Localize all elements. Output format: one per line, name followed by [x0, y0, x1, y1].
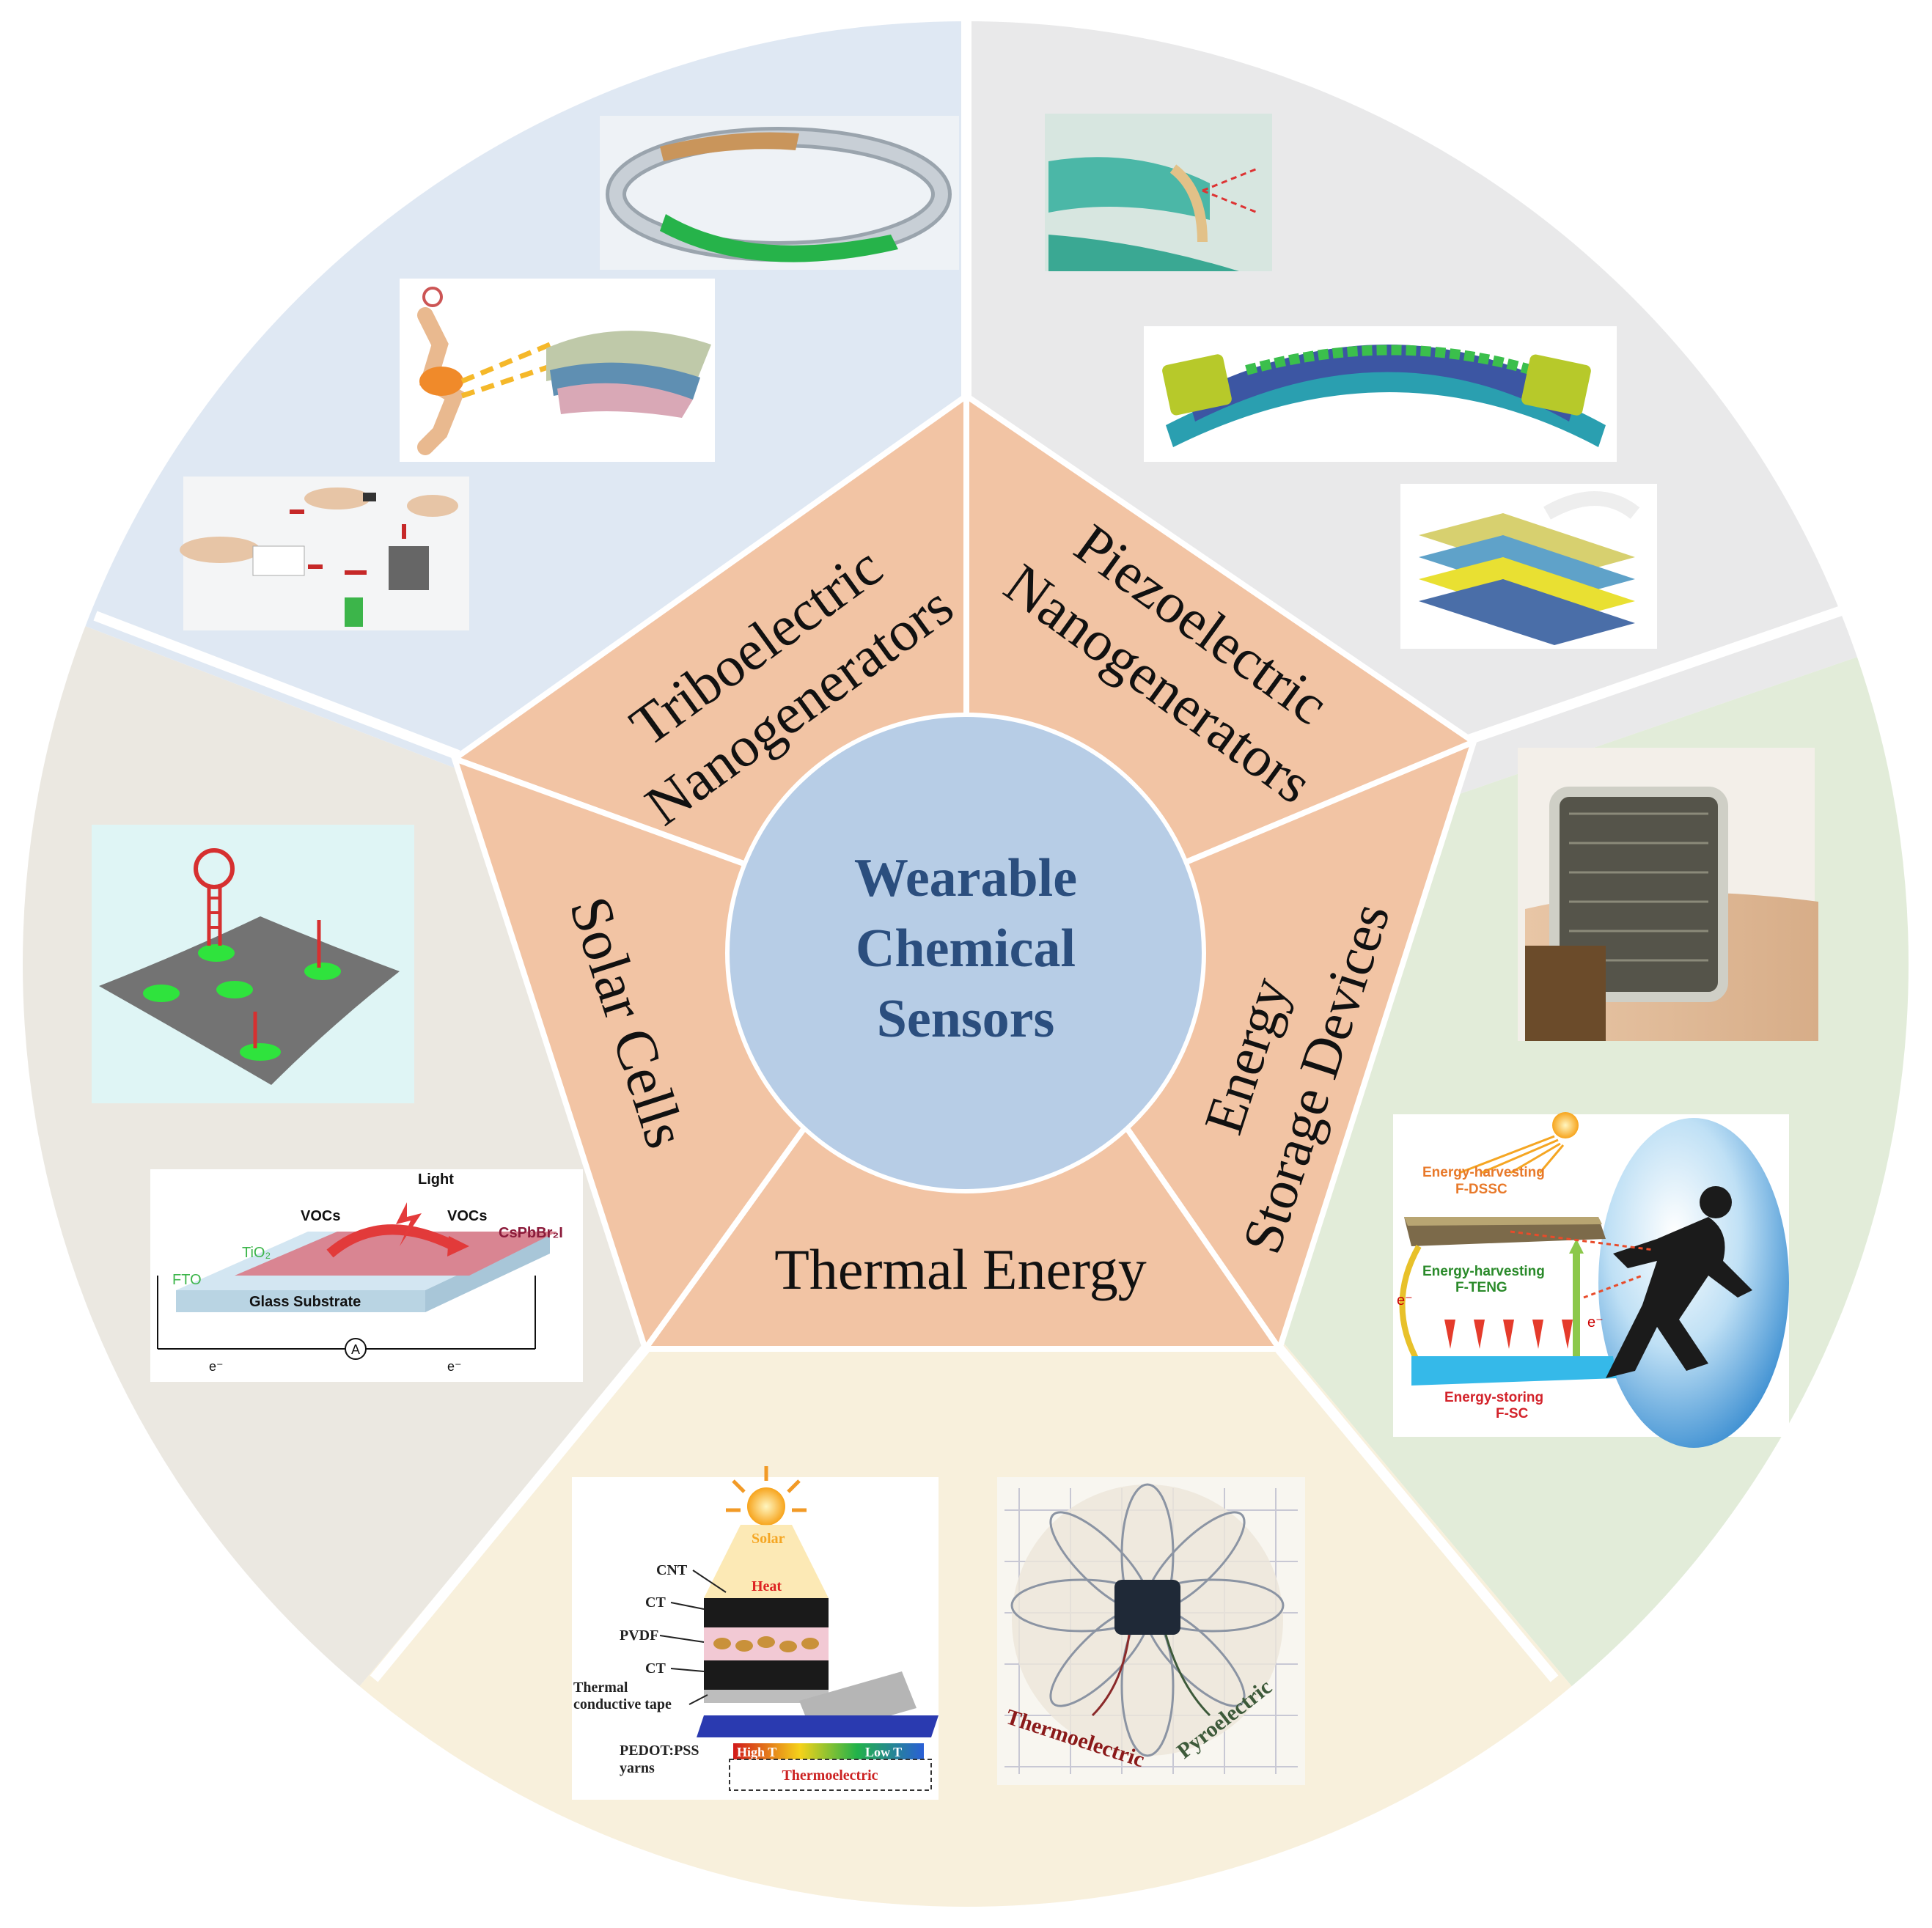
- storage-label-2b: F-TENG: [1455, 1280, 1507, 1295]
- solar-ammeter-label: A: [351, 1342, 360, 1357]
- thermal-layer-pedot-1: PEDOT:PSS: [620, 1743, 699, 1759]
- piezo-arch-image: [1144, 326, 1617, 462]
- storage-label-3b: F-SC: [1496, 1406, 1529, 1421]
- solar-tio2-label: TiO₂: [242, 1245, 271, 1261]
- center-title-line-2: Chemical: [856, 919, 1076, 979]
- solar-surface-image: [92, 825, 414, 1103]
- solar-electron-right: e⁻: [447, 1359, 462, 1374]
- storage-label-1: Energy-harvesting: [1422, 1165, 1545, 1180]
- thermal-layer-pedot-2: yarns: [620, 1760, 655, 1776]
- tribo-band-image: [600, 116, 959, 270]
- solar-device-image: Light VOCs VOCs CsPbBr₂I TiO₂ FTO Glass …: [150, 1169, 583, 1382]
- center-title-line-3: Sensors: [877, 989, 1055, 1049]
- storage-runner-image: Energy-harvesting F-DSSC Energy-harvesti…: [1393, 1112, 1789, 1448]
- label-thermal-energy: Thermal Energy: [774, 1237, 1147, 1301]
- thermal-solar-label: Solar: [752, 1531, 785, 1547]
- center-title-line-1: Wearable: [854, 848, 1077, 908]
- thermal-layer-cnt: CNT: [656, 1562, 688, 1578]
- thermal-layer-ct-1: CT: [645, 1594, 666, 1611]
- thermal-layer-pvdf: PVDF: [620, 1627, 658, 1644]
- thermal-layer-ct-2: CT: [645, 1660, 666, 1677]
- thermal-stack-image: Solar Heat High T Low T Thermoelectric C…: [572, 1466, 939, 1800]
- solar-vocs-right: VOCs: [447, 1208, 487, 1224]
- thermal-layer-tape-2: conductive tape: [573, 1696, 672, 1712]
- piezo-finger-image: [1045, 114, 1272, 271]
- solar-light-label: Light: [418, 1171, 454, 1188]
- solar-vocs-left: VOCs: [301, 1208, 340, 1224]
- thermal-heat-label: Heat: [752, 1578, 782, 1594]
- solar-electron-left: e⁻: [209, 1359, 224, 1374]
- outer-circle-border: [17, 15, 1914, 1913]
- center-hub: Wearable Chemical Sensors: [725, 713, 1206, 1193]
- thermal-layer-tape-1: Thermal: [573, 1679, 628, 1696]
- piezo-stack-image: [1400, 484, 1657, 649]
- thermal-high-label: High T: [737, 1745, 776, 1759]
- solar-fto-label: FTO: [172, 1272, 202, 1288]
- thermal-flower-image: Thermoelectric Pyroelectric: [997, 1477, 1305, 1785]
- storage-wristband-image: [1518, 748, 1818, 1041]
- storage-electron-1: e⁻: [1397, 1292, 1413, 1309]
- tribo-hand-image: [180, 477, 469, 630]
- solar-material-label: CsPbBr₂I: [499, 1225, 563, 1241]
- solar-substrate-label: Glass Substrate: [249, 1294, 361, 1310]
- thermal-thermoelectric-box: Thermoelectric: [782, 1767, 878, 1784]
- sector-dividers: [93, 15, 1850, 1682]
- thermal-low-label: Low T: [865, 1745, 902, 1759]
- storage-electron-2: e⁻: [1587, 1314, 1604, 1331]
- tribo-person-image: [400, 279, 715, 462]
- storage-label-1b: F-DSSC: [1455, 1182, 1507, 1197]
- storage-label-3: Energy-storing: [1444, 1390, 1543, 1405]
- storage-label-2: Energy-harvesting: [1422, 1264, 1545, 1279]
